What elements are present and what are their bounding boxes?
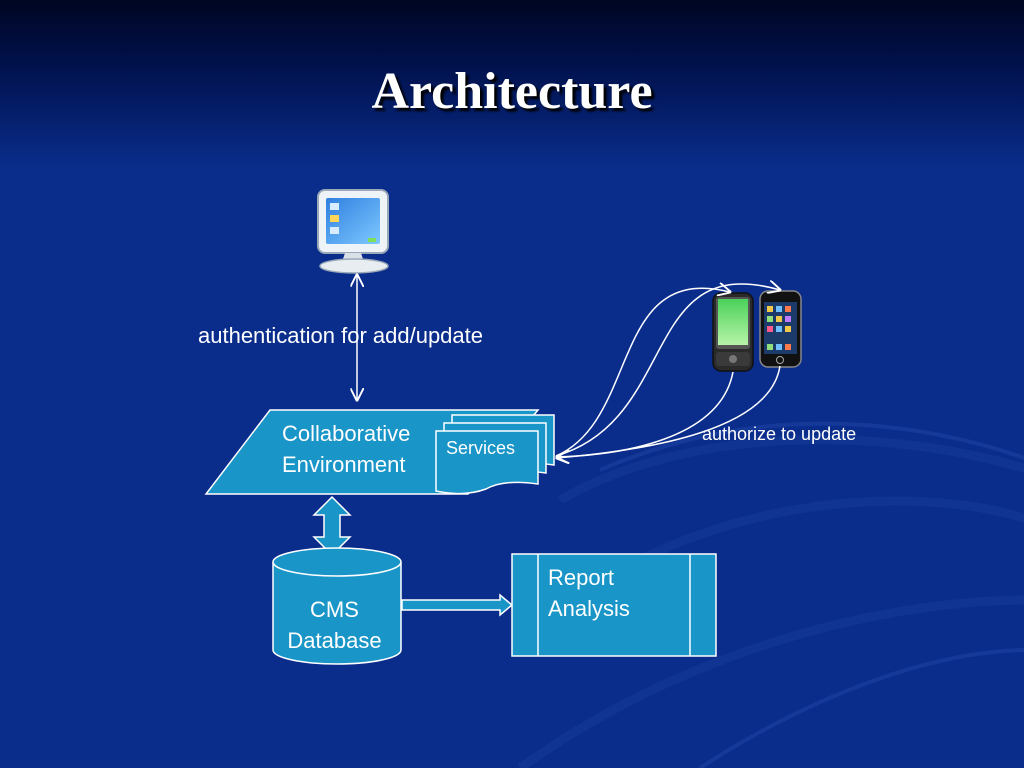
collab-line-2: Environment [282,452,406,477]
cms-database-label: CMS Database [277,594,392,656]
services-document-stack [435,414,555,495]
cms-line-2: Database [287,628,382,653]
collab-database-double-arrow [312,495,352,557]
collab-line-1: Collaborative [282,421,411,446]
services-label: Services [446,438,516,458]
android-phone-icon [712,292,754,372]
phone-authorize-arrows [556,284,780,458]
authorize-label: authorize to update [702,424,857,444]
report-analysis-box [511,553,717,657]
database-report-arrow [401,593,514,617]
collaborative-environment-label: Collaborative Environment [282,418,410,480]
report-line-2: Analysis [548,596,630,621]
report-line-1: Report [548,565,615,590]
slide-title: Architecture [371,63,653,120]
report-analysis-label: Report Analysis [548,562,630,624]
auth-label: authentication for add/update [198,323,484,348]
computer-monitor-icon [317,189,389,274]
cms-database-cylinder [272,547,402,665]
cms-line-1: CMS [310,597,359,622]
iphone-icon [759,290,802,368]
